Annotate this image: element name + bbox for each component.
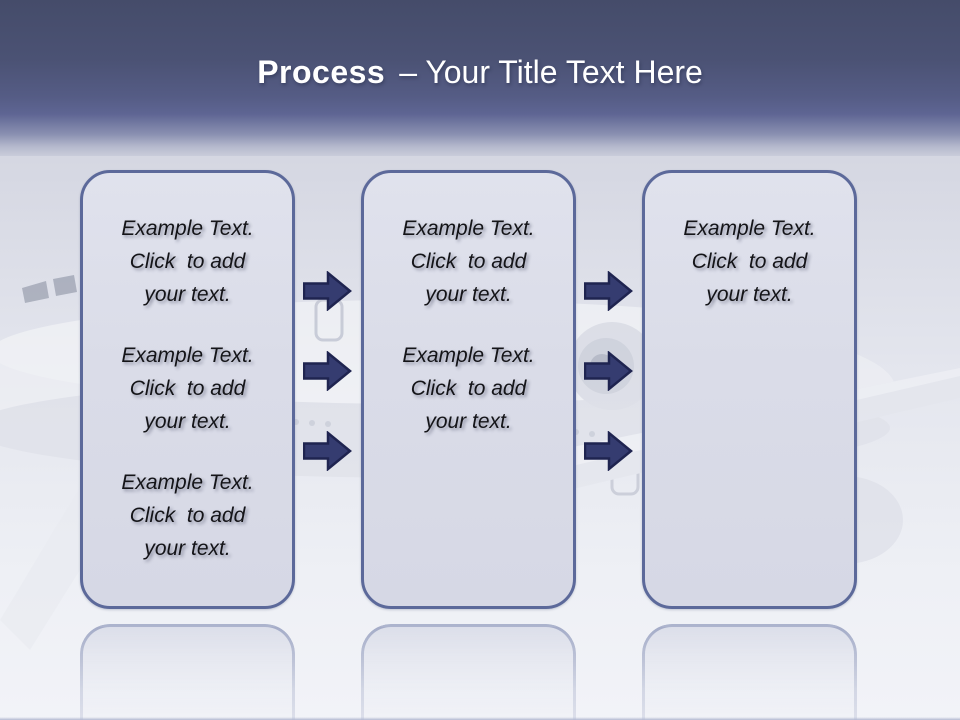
title-placeholder: – Your Title Text Here	[399, 54, 703, 90]
title-topic: Process	[257, 54, 386, 90]
placeholder-text[interactable]: Example Text. Click to add your text.	[402, 344, 535, 433]
box-reflection	[361, 624, 576, 720]
right-arrow-icon	[303, 271, 352, 311]
right-arrow-icon	[584, 431, 633, 471]
process-box-1[interactable]: Example Text. Click to add your text. Ex…	[80, 170, 295, 609]
slide-title[interactable]: Process – Your Title Text Here	[0, 50, 960, 94]
process-box-3[interactable]: Example Text. Click to add your text.	[642, 170, 857, 609]
placeholder-text[interactable]: Example Text. Click to add your text.	[121, 344, 254, 433]
right-arrow-icon	[303, 351, 352, 391]
right-arrow-icon	[303, 431, 352, 471]
box-reflection	[642, 624, 857, 720]
bottom-edge-strip	[0, 717, 960, 720]
placeholder-text[interactable]: Example Text. Click to add your text.	[121, 471, 254, 560]
placeholder-text[interactable]: Example Text. Click to add your text.	[121, 217, 254, 306]
process-box-2[interactable]: Example Text. Click to add your text. Ex…	[361, 170, 576, 609]
box-reflection	[80, 624, 295, 720]
right-arrow-icon	[584, 351, 633, 391]
header-band	[0, 0, 960, 156]
placeholder-text[interactable]: Example Text. Click to add your text.	[402, 217, 535, 306]
right-arrow-icon	[584, 271, 633, 311]
placeholder-text[interactable]: Example Text. Click to add your text.	[683, 217, 816, 306]
